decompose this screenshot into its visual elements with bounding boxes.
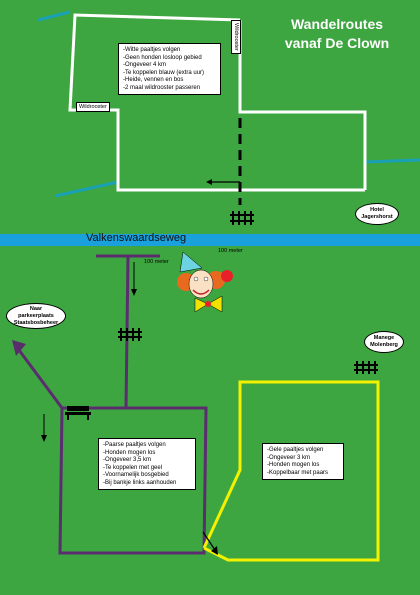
teal-link-bottom <box>54 180 119 198</box>
teal-link-right <box>364 158 420 164</box>
manege-line: Molenberg <box>370 342 398 348</box>
yellow-route-item: -Ongeveer 3 km <box>267 454 311 461</box>
white-route-item: -Ongeveer 4 km <box>123 62 167 69</box>
down-arrowhead-icon <box>131 289 137 296</box>
yellow-route-info: -Gele paaltjes volgen -Ongeveer 3 km -Ho… <box>262 443 344 480</box>
parking-line: parkeerplaats <box>18 312 54 319</box>
hotel-line: Jagershorst <box>361 214 393 220</box>
parking-line: Naar <box>29 305 43 312</box>
distance-label-right: 100 meter <box>218 248 243 254</box>
white-route-item: -Heide, vennen en bos <box>123 77 184 84</box>
left-down-arrowhead-icon <box>41 435 47 442</box>
title-line-1: Wandelroutes <box>290 16 384 32</box>
gate-icon-2 <box>118 328 142 341</box>
diag-arrow-icon <box>202 531 216 551</box>
purple-route-item: -Honden mogen los <box>103 449 156 456</box>
manege-label: Manege Molenberg <box>364 331 404 353</box>
road-label: Valkenswaardseweg <box>86 232 187 244</box>
white-route-info: -Witte paaltjes volgen -Geen honden losl… <box>118 43 221 95</box>
bench-icon <box>65 406 91 420</box>
purple-arrow-icon <box>12 340 26 356</box>
road <box>0 234 420 246</box>
hotel-line: Hotel <box>370 207 384 213</box>
purple-branch <box>14 345 64 409</box>
arrow-head-icon <box>206 179 212 185</box>
purple-route-item: -Te koppelen met geel <box>103 464 163 471</box>
white-route-item: -2 maal wildrooster passeren <box>123 84 201 91</box>
parking-line: Staatsbosbeheer <box>13 319 59 326</box>
hotel-label: Hotel Jagershorst <box>355 203 399 225</box>
manege-line: Manege <box>373 335 395 341</box>
map-title: Wandelroutes vanaf De Clown <box>262 15 412 53</box>
white-route-item: -Geen honden loslo­op gebied <box>123 54 202 61</box>
wildrooster-label-vertical: Wildrooster <box>231 20 241 54</box>
clown-icon <box>177 251 233 313</box>
diag-arrowhead-icon <box>211 546 218 555</box>
teal-link-left <box>37 10 71 22</box>
gate-icon <box>230 211 254 225</box>
purple-route-item: -Bij bankje links aanhouden <box>103 479 177 486</box>
yellow-route-item: -Koppelbaar met paars <box>267 469 329 476</box>
parking-label: Naar parkeerplaats Staatsbosbeheer <box>6 303 66 329</box>
purple-route-item: -Voornamelijk bosgebied <box>103 472 169 479</box>
white-route-item: -Te koppelen blauw (extra uur) <box>123 69 205 76</box>
distance-label-left: 100 meter <box>144 259 169 265</box>
white-route-line <box>238 20 367 162</box>
yellow-route-line <box>202 380 380 562</box>
yellow-route-item: -Gele paaltjes volgen <box>267 447 324 453</box>
purple-route-line-2 <box>58 255 208 555</box>
purple-route-item: -Paarse paaltjes volgen <box>103 442 166 448</box>
gate-icon-3 <box>354 361 378 374</box>
wildrooster-label: Wildrooster <box>76 102 110 112</box>
white-route-item: -Witte paaltjes volgen <box>123 47 181 53</box>
yellow-route-item: -Honden mogen los <box>267 462 320 469</box>
title-line-2: vanaf De Clown <box>284 35 390 51</box>
purple-route-item: -Ongeveer 3,5 km <box>103 457 152 464</box>
purple-route-info: -Paarse paaltjes volgen -Honden mogen lo… <box>98 438 196 490</box>
